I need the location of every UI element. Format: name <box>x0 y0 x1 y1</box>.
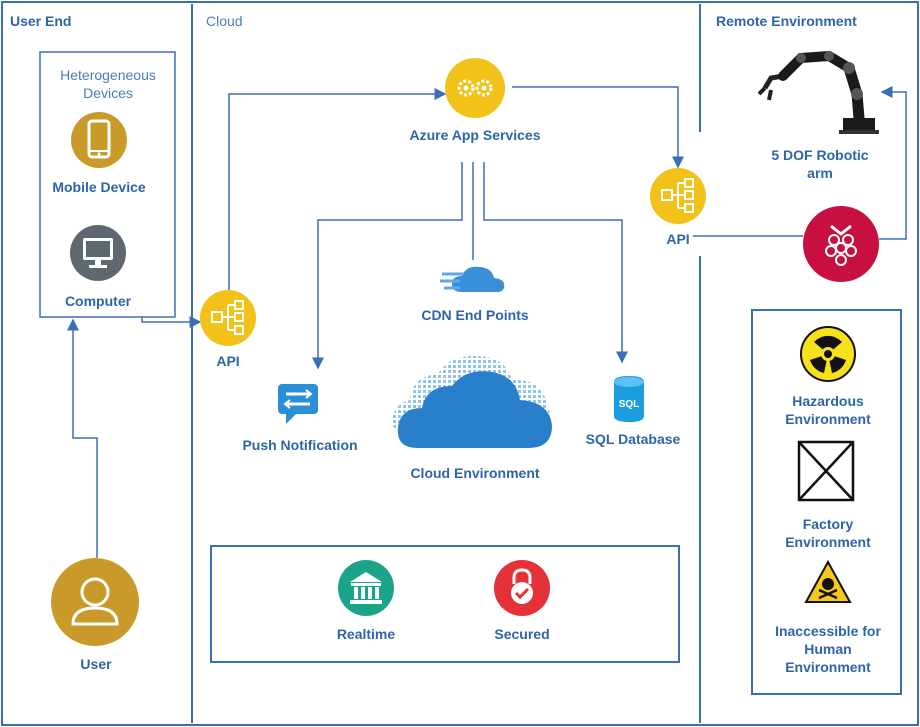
inaccessible-label: Inaccessible for Human Environment <box>775 623 881 675</box>
hazardous-label: Hazardous Environment <box>785 393 871 427</box>
factory-label: Factory Environment <box>785 516 871 550</box>
arrow-azure-api-right <box>512 86 684 169</box>
cdn-cloud-icon <box>440 266 505 293</box>
realtime-bank-icon <box>338 560 394 616</box>
mobile-device-icon <box>71 112 127 168</box>
api-right-icon <box>650 168 706 224</box>
skull-warning-icon <box>804 560 852 603</box>
arrow-user-devices <box>67 318 98 558</box>
sql-database-icon: SQL <box>614 376 644 422</box>
secured-label: Secured <box>494 626 550 642</box>
section-cloud: Cloud <box>206 13 243 29</box>
section-remote: Remote Environment <box>716 13 857 29</box>
mobile-device-label: Mobile Device <box>52 179 146 195</box>
devices-box <box>39 51 176 318</box>
azure-label: Azure App Services <box>409 127 541 143</box>
computer-icon <box>70 225 126 281</box>
arrow-azure-sql <box>483 162 628 364</box>
features-box <box>210 545 680 663</box>
secured-lock-icon <box>494 560 550 616</box>
push-notification-icon <box>278 384 318 424</box>
section-user-end: User End <box>10 13 72 29</box>
sql-database-label: SQL Database <box>585 431 681 447</box>
environments-box <box>751 309 902 695</box>
robotic-arm-label: 5 DOF Robotic arm <box>771 147 869 181</box>
raspberry-pi-icon <box>803 206 879 282</box>
devices-group-title: Heterogeneous Devices <box>60 67 156 101</box>
api-right-label: API <box>666 231 690 247</box>
cdn-label: CDN End Points <box>421 307 529 323</box>
arrow-api-azure <box>228 88 447 290</box>
push-notification-label: Push Notification <box>242 437 358 453</box>
factory-box-icon <box>797 440 855 502</box>
user-icon <box>51 558 139 646</box>
api-left-icon <box>200 290 256 346</box>
robotic-arm-icon <box>757 50 879 134</box>
user-label: User <box>80 656 112 672</box>
realtime-label: Realtime <box>336 626 396 642</box>
cloud-environment-label: Cloud Environment <box>410 465 540 481</box>
computer-label: Computer <box>64 293 132 309</box>
api-left-label: API <box>216 353 240 369</box>
sql-icon-text: SQL <box>619 399 640 410</box>
cloud-environment-icon <box>392 355 552 448</box>
arrow-devices-api <box>141 316 202 328</box>
radiation-hazard-icon <box>800 326 856 382</box>
azure-gears-icon <box>445 58 505 118</box>
arrow-raspberry-robot <box>879 86 907 240</box>
arrow-azure-push <box>312 162 463 370</box>
